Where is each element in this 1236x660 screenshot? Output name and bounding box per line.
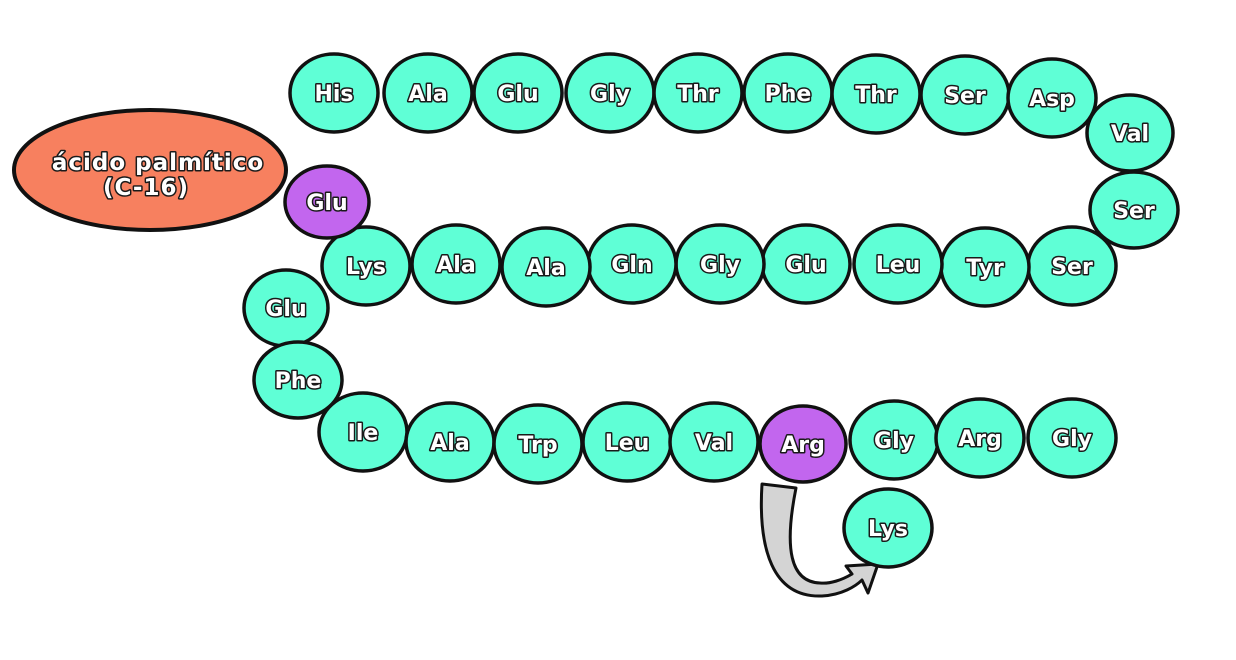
residue-8-label: Ser — [944, 84, 986, 109]
residue-32-label: Gly — [1052, 427, 1092, 452]
residue-29-label: Arg — [781, 433, 825, 458]
residue-18-label: Ala — [526, 256, 565, 281]
residue-16: Gly — [674, 223, 766, 305]
residue-5: Thr — [652, 52, 744, 134]
lipid-label-line2: (C-16) — [103, 175, 189, 201]
residue-30-label: Gly — [874, 429, 914, 454]
cleaved-residue-shape — [842, 487, 934, 569]
residue-1: His — [288, 52, 380, 134]
residue-11-label: Ser — [1113, 199, 1155, 224]
residue-18: Ala — [500, 226, 592, 308]
lipid-ellipse — [12, 108, 288, 232]
residue-29: Arg — [758, 404, 848, 484]
residue-13-label: Tyr — [966, 256, 1004, 281]
lipid-group: ácido palmítico (C-16) — [12, 108, 288, 232]
residue-1-shape — [288, 52, 380, 134]
residue-21-shape — [283, 164, 371, 240]
residue-30: Gly — [848, 399, 940, 481]
residue-32: Gly — [1026, 397, 1118, 479]
residue-9: Asp — [1006, 57, 1098, 139]
residue-3-shape — [472, 52, 564, 134]
residue-7-label: Thr — [855, 83, 897, 108]
residue-20-label: Lys — [346, 255, 386, 280]
residue-20: Lys — [320, 225, 412, 307]
residue-23: Phe — [252, 340, 344, 420]
residue-11: Ser — [1088, 170, 1180, 250]
residue-4: Gly — [564, 52, 656, 134]
residue-2-shape — [382, 52, 474, 134]
residue-6: Phe — [742, 52, 834, 134]
residue-32-shape — [1026, 397, 1118, 479]
residue-16-label: Gly — [700, 253, 740, 278]
residue-3: Glu — [472, 52, 564, 134]
residue-27-label: Leu — [605, 431, 650, 456]
residue-31-label: Arg — [958, 427, 1002, 452]
residue-26: Trp — [492, 403, 584, 485]
residue-9-label: Asp — [1029, 87, 1075, 112]
residue-25-label: Ala — [430, 431, 469, 456]
residue-6-label: Phe — [765, 82, 812, 107]
residue-13: Tyr — [939, 226, 1031, 308]
residue-22-label: Glu — [265, 297, 306, 322]
residue-2: Ala — [382, 52, 474, 134]
residue-22: Glu — [242, 268, 330, 348]
residue-24-label: Ile — [348, 421, 379, 446]
cleaved-residue: Lys — [842, 487, 934, 569]
residue-31-shape — [934, 397, 1026, 479]
residue-25: Ala — [404, 401, 496, 483]
residue-18-shape — [500, 226, 592, 308]
residue-19-shape — [410, 223, 502, 305]
residue-4-label: Gly — [590, 82, 630, 107]
residue-7: Thr — [830, 53, 922, 135]
residue-15-label: Glu — [785, 253, 826, 278]
residue-5-shape — [652, 52, 744, 134]
residue-1-label: His — [314, 82, 353, 107]
residue-8: Ser — [919, 54, 1011, 136]
residue-23-shape — [252, 340, 344, 420]
residue-15: Glu — [760, 223, 852, 305]
residue-19: Ala — [410, 223, 502, 305]
residue-10-label: Val — [1111, 122, 1149, 147]
residue-11-shape — [1088, 170, 1180, 250]
residue-3-label: Glu — [497, 82, 538, 107]
residue-2-label: Ala — [408, 82, 447, 107]
residue-14-label: Leu — [876, 253, 921, 278]
residue-26-label: Trp — [518, 433, 557, 458]
residue-21: Glu — [283, 164, 371, 240]
residue-5-label: Thr — [677, 82, 719, 107]
cleaved-residue-label: Lys — [868, 517, 908, 542]
residue-17: Gln — [586, 223, 678, 305]
residue-17-label: Gln — [611, 253, 652, 278]
residue-19-label: Ala — [436, 253, 475, 278]
residue-29-shape — [758, 404, 848, 484]
residue-28-label: Val — [695, 431, 733, 456]
residue-28: Val — [668, 401, 760, 483]
residue-12: Ser — [1026, 225, 1118, 307]
residue-20-shape — [320, 225, 412, 307]
residue-9-shape — [1006, 57, 1098, 139]
residue-23-label: Phe — [275, 369, 322, 394]
residue-10: Val — [1085, 93, 1175, 173]
residue-14-shape — [852, 223, 944, 305]
residue-14: Leu — [852, 223, 944, 305]
residue-21-label: Glu — [306, 191, 347, 216]
residue-27: Leu — [581, 401, 673, 483]
residue-12-label: Ser — [1051, 255, 1093, 280]
residue-31: Arg — [934, 397, 1026, 479]
residue-28-shape — [668, 401, 760, 483]
residue-24: Ile — [317, 391, 409, 473]
lipid-label-line1: ácido palmítico — [52, 150, 264, 176]
